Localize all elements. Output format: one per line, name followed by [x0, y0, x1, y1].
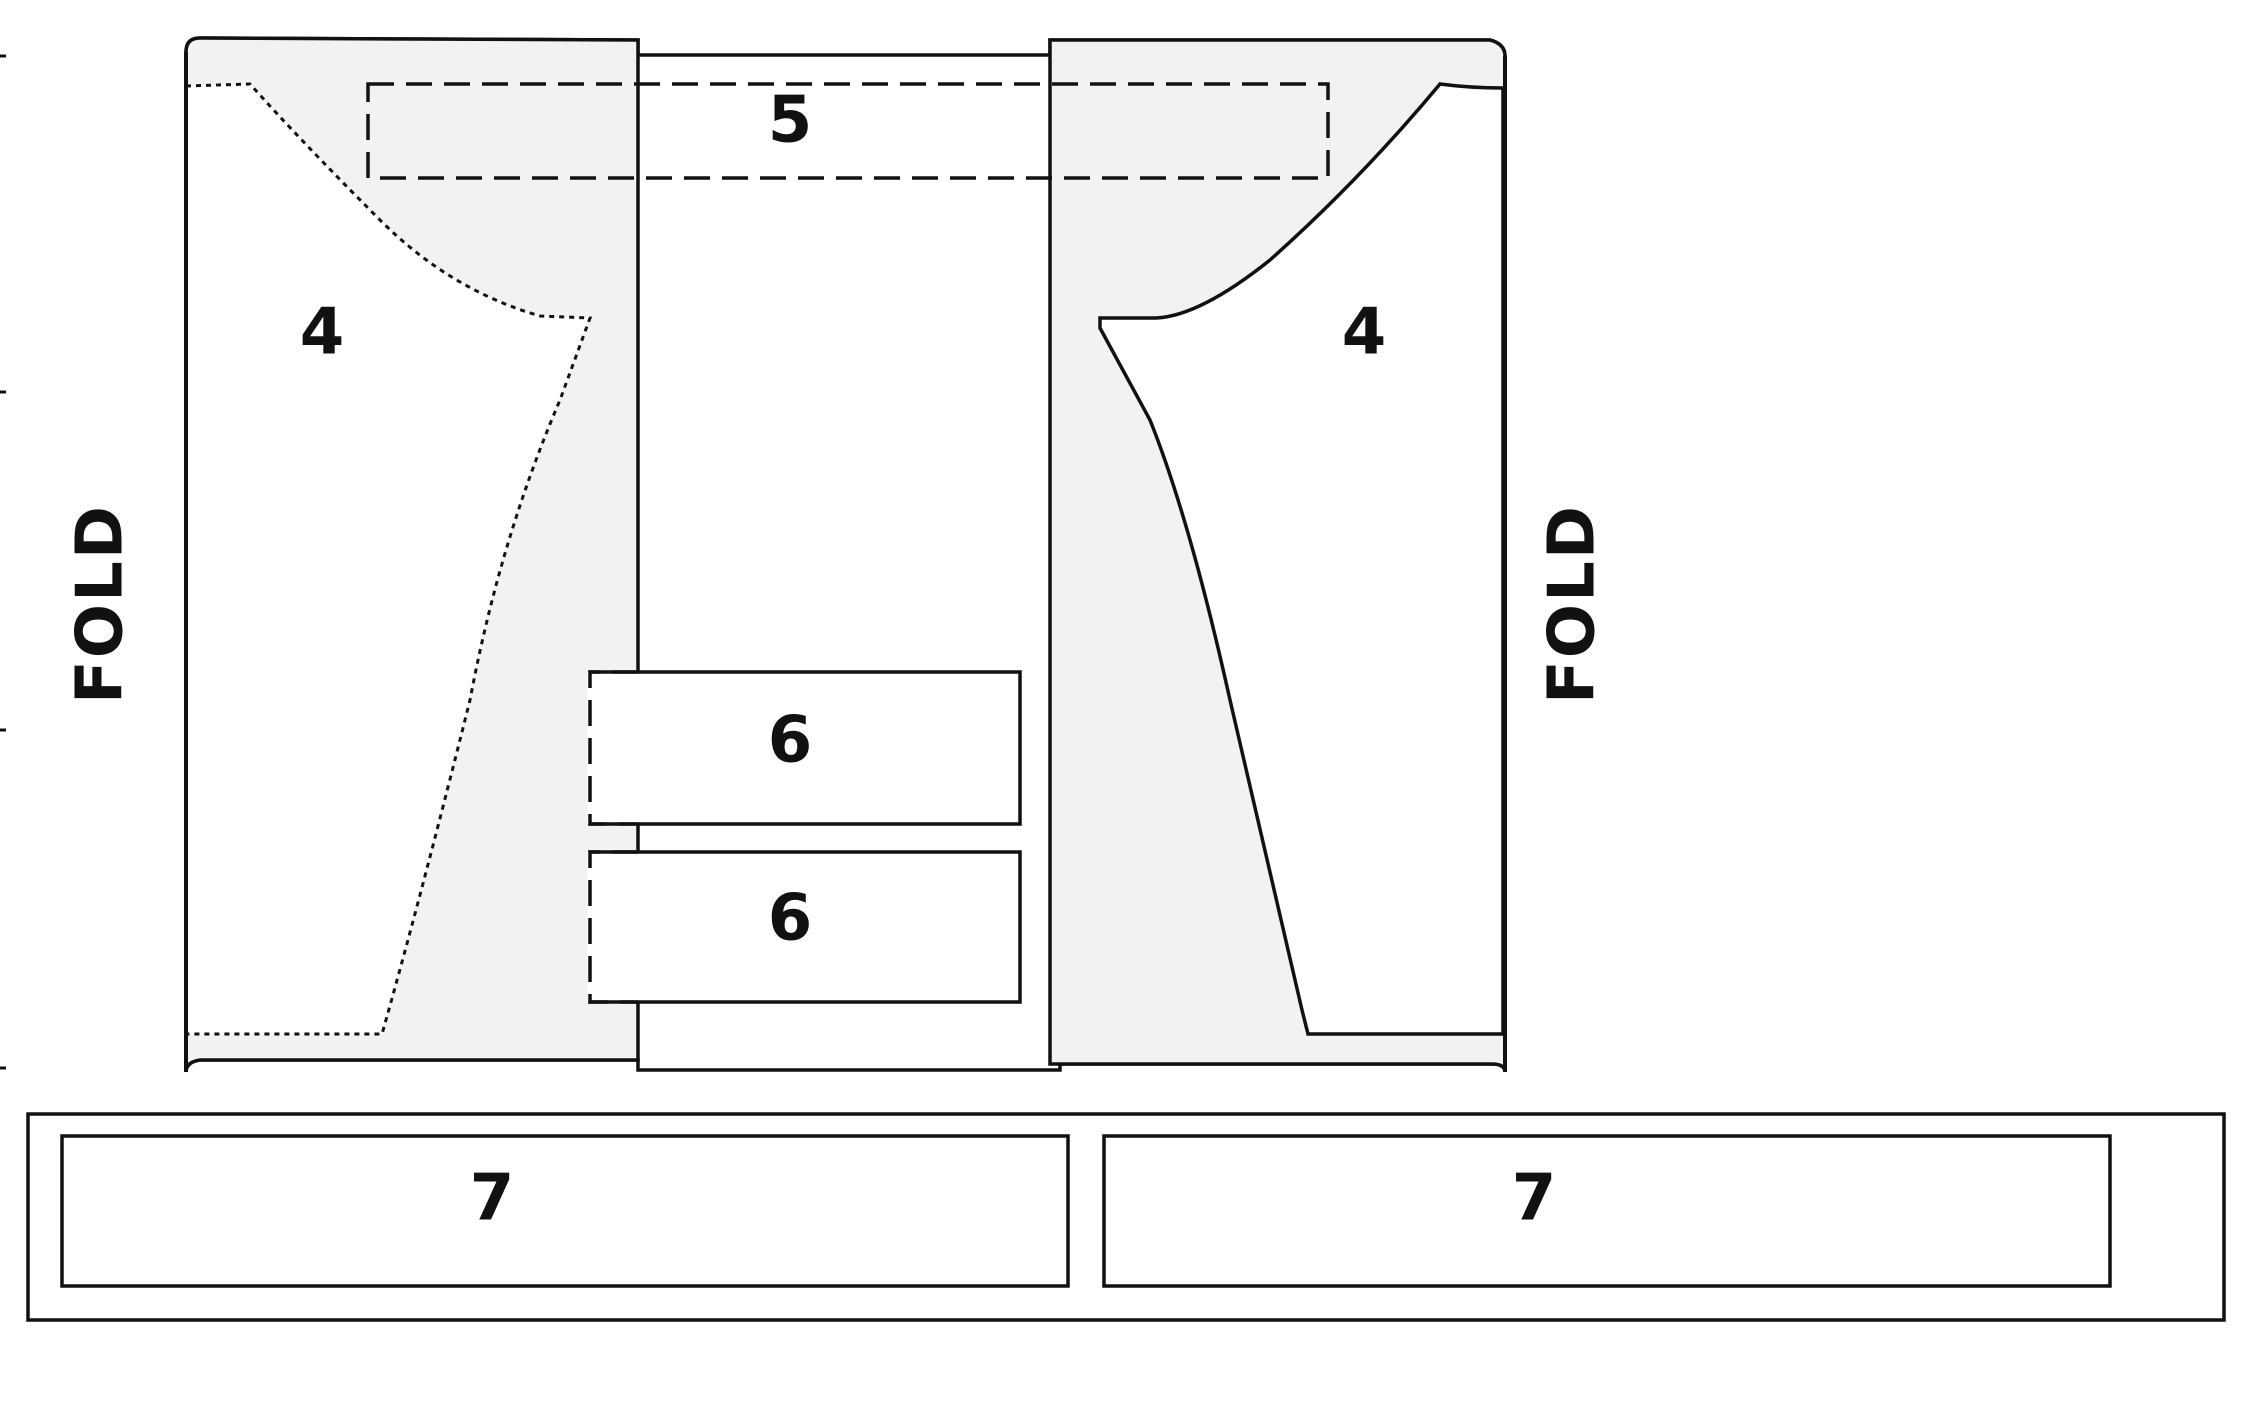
piece-4-left-shape [184, 82, 593, 1036]
piece-6-top-shape[interactable] [588, 670, 1022, 826]
piece-7-left-shape[interactable] [60, 1134, 1070, 1288]
lower-fabric: 7 7 [26, 1112, 2226, 1322]
fold-label-right: FOLD [1536, 504, 1610, 704]
piece-7-left-label: 7 [470, 1162, 515, 1236]
piece-4-right-label: 4 [1342, 296, 1387, 370]
fold-label-left: FOLD [64, 504, 138, 704]
piece-5-label: 5 [768, 84, 813, 158]
piece-4-right-shape[interactable] [1098, 82, 1505, 1036]
piece-4-left-label: 4 [300, 296, 345, 370]
piece-7-right-shape[interactable] [1102, 1134, 2112, 1288]
upper-fabric: 4 4 5 6 6 [184, 36, 1507, 1073]
piece-5-shape[interactable] [366, 82, 1330, 180]
piece-7-right-label: 7 [1512, 1162, 1557, 1236]
piece-6-bottom-label: 6 [768, 882, 813, 956]
edge-tick-marks [0, 54, 6, 1070]
piece-6-bottom-shape[interactable] [588, 850, 1022, 1004]
piece-6-top-label: 6 [768, 704, 813, 778]
